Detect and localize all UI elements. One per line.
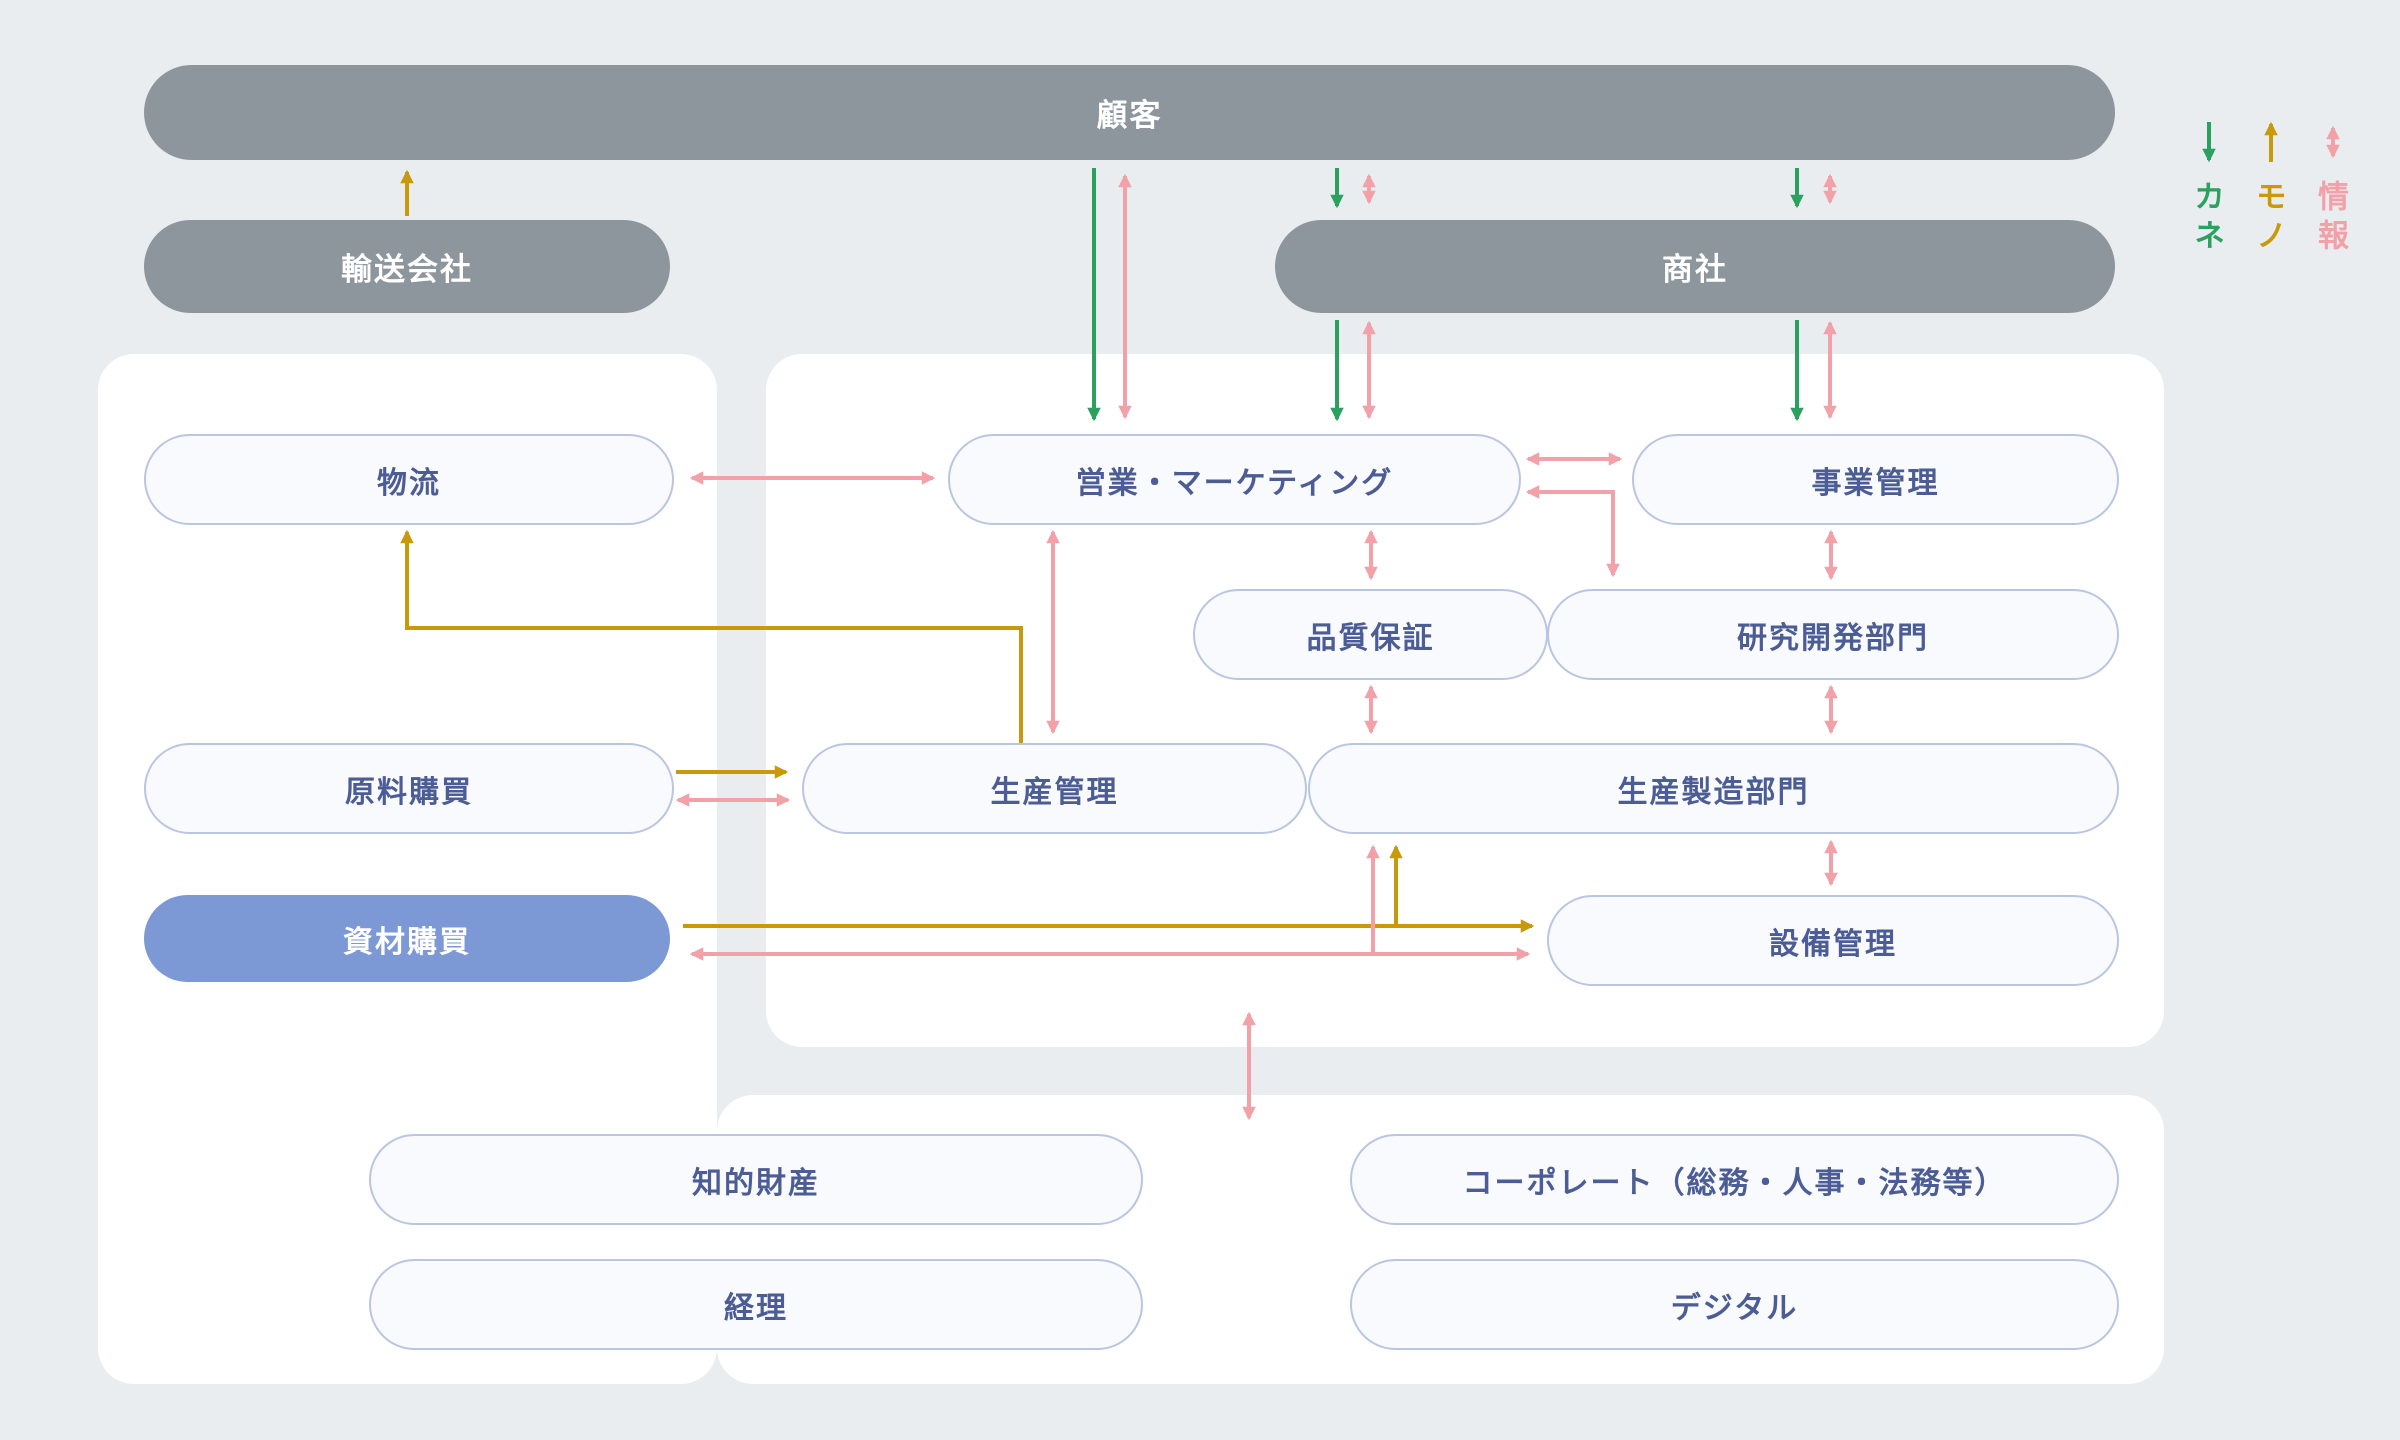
node-manufacturing-department: 生産製造部門 [1308, 743, 2119, 834]
node-customer: 顧客 [144, 65, 2115, 160]
legend-money-label: カネ [2189, 180, 2224, 258]
legend-goods-label: モノ [2251, 180, 2286, 258]
node-equipment-management: 設備管理 [1547, 895, 2119, 986]
node-production-management: 生産管理 [802, 743, 1307, 834]
node-transport-company: 輸送会社 [144, 220, 670, 313]
legend-info-label: 情報 [2313, 180, 2348, 258]
node-rnd-department: 研究開発部門 [1547, 589, 2119, 680]
node-corporate: コーポレート（総務・人事・法務等） [1350, 1134, 2119, 1225]
node-trading-company: 商社 [1275, 220, 2115, 313]
node-intellectual-property: 知的財産 [369, 1134, 1143, 1225]
node-digital: デジタル [1350, 1259, 2119, 1350]
node-material-purchasing: 資材購買 [144, 895, 670, 982]
node-sales-marketing: 営業・マーケティング [948, 434, 1521, 525]
node-business-management: 事業管理 [1632, 434, 2119, 525]
node-raw-material-purchasing: 原料購買 [144, 743, 674, 834]
node-logistics: 物流 [144, 434, 674, 525]
node-accounting: 経理 [369, 1259, 1143, 1350]
node-quality-assurance: 品質保証 [1193, 589, 1548, 680]
